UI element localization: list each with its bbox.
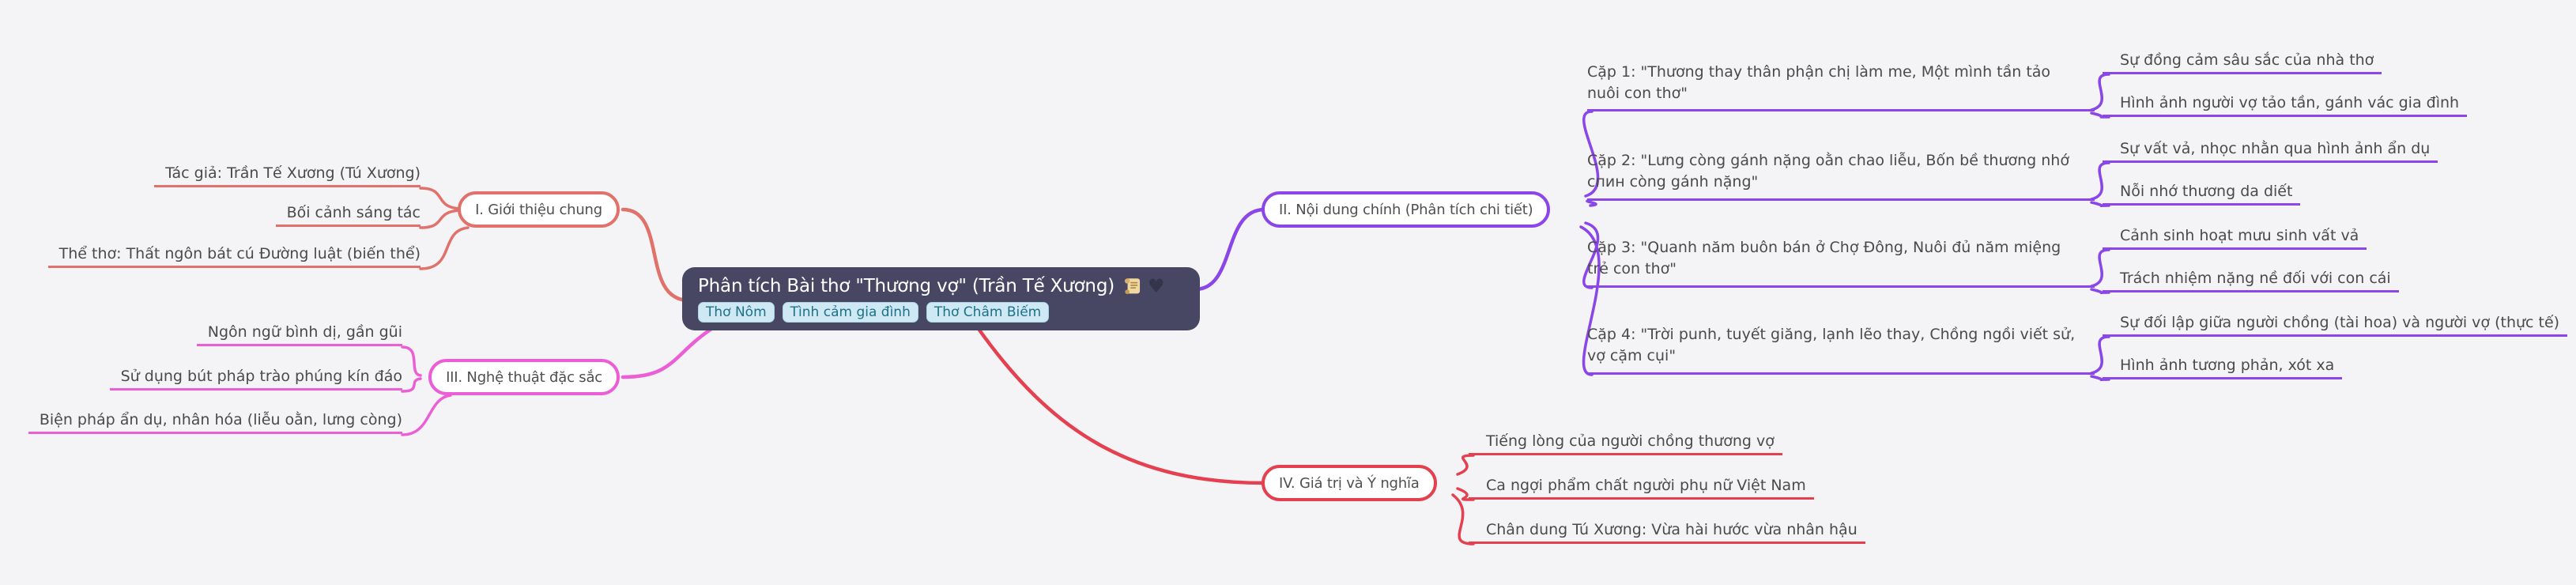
leaf-metaphor: Biện pháp ẩn dụ, nhân hóa (liễu oằn, lưn… <box>28 409 402 434</box>
leaf-cap2-hardship: Sự vất vả, nhọc nhằn qua hình ảnh ẩn dụ <box>2103 138 2438 163</box>
link-b3-leaf-2 <box>401 377 422 393</box>
link-b2-cap-1 <box>1582 110 1600 198</box>
link-root-branch-4 <box>976 326 1267 485</box>
tag-row: Thơ Nôm Tình cảm gia đình Thơ Châm Biếm <box>698 302 1186 323</box>
leaf-cap4-contrast-roles: Sự đối lập giữa người chồng (tài hoa) và… <box>2103 311 2568 337</box>
leaf-cap3-responsibility: Trách nhiệm nặng nề đối với con cái <box>2103 267 2399 292</box>
link-cap3-sub-2 <box>2090 288 2110 295</box>
leaf-cap2-longing: Nỗi nhớ thương da diết <box>2103 180 2301 206</box>
link-cap3-sub-1 <box>2090 248 2110 288</box>
node-branch-2-content[interactable]: II. Nội dung chính (Phân tích chi tiết) <box>1262 191 1551 228</box>
node-cap-1[interactable]: Cặp 1: "Thương thay thân phận chị làm me… <box>1587 60 2095 111</box>
leaf-satire-style: Sử dụng bút pháp trào phúng kín đáo <box>109 365 402 391</box>
link-b3-leaf-1 <box>401 345 422 377</box>
root-title: Phân tích Bài thơ "Thương vợ" (Trần Tế X… <box>698 276 1115 296</box>
leaf-husband-voice: Tiếng lòng của người chồng thương vợ <box>1469 430 1782 455</box>
leaf-praise-women: Ca ngợi phẩm chất người phụ nữ Việt Nam <box>1469 474 1814 500</box>
link-b1-leaf-2 <box>419 209 462 229</box>
link-cap2-sub-1 <box>2090 161 2110 201</box>
heart-icon: ♥ <box>1148 275 1165 297</box>
link-b4-leaf-3 <box>1451 493 1475 545</box>
link-cap1-sub-1 <box>2090 73 2110 111</box>
leaf-tu-xuong-portrait: Chân dung Tú Xương: Vừa hài hước vừa nhâ… <box>1469 519 1865 544</box>
link-b4-leaf-1 <box>1456 454 1475 476</box>
link-cap1-sub-2 <box>2090 111 2110 119</box>
link-root-branch-2 <box>1193 207 1267 292</box>
node-cap-3[interactable]: Cặp 3: "Quanh năm buôn bán ở Chợ Đông, N… <box>1587 236 2095 288</box>
link-root-branch-3 <box>620 326 714 379</box>
leaf-poem-form: Thể thơ: Thất ngôn bát cú Đường luật (bi… <box>47 243 421 268</box>
link-b4-leaf-2 <box>1456 487 1475 501</box>
leaf-context: Bối cảnh sáng tác <box>275 202 421 227</box>
node-cap-4[interactable]: Cặp 4: "Trời punh, tuyết giăng, lạnh lẽo… <box>1587 323 2095 375</box>
leaf-cap1-wife-image: Hình ảnh người vợ tảo tần, gánh vác gia … <box>2103 92 2468 117</box>
tag-tho-cham-biem: Thơ Châm Biếm <box>926 302 1050 323</box>
link-b1-leaf-3 <box>419 226 470 270</box>
link-root-branch-1 <box>620 207 692 303</box>
leaf-cap3-livelihood: Cảnh sinh hoạt mưu sinh vất vả <box>2103 225 2367 250</box>
link-b2-cap-3 <box>1582 221 1600 289</box>
link-cap4-sub-1 <box>2090 335 2110 375</box>
link-b2-cap-2 <box>1586 199 1597 207</box>
link-b3-leaf-3 <box>401 394 452 436</box>
leaf-language: Ngôn ngữ bình dị, gần gũi <box>196 321 402 346</box>
root-node[interactable]: Phân tích Bài thơ "Thương vợ" (Trần Tế X… <box>682 267 1200 330</box>
link-b2-cap-4 <box>1579 225 1601 376</box>
tag-tinh-cam-gia-dinh: Tình cảm gia đình <box>782 302 918 323</box>
leaf-author: Tác giả: Trần Tế Xương (Tú Xương) <box>154 162 421 187</box>
link-b1-leaf-1 <box>419 187 462 210</box>
leaf-cap4-contrast-image: Hình ảnh tương phản, xót xa <box>2103 354 2343 379</box>
node-cap-2[interactable]: Cặp 2: "Lưng còng gánh nặng oằn chao liễ… <box>1587 149 2095 201</box>
link-cap2-sub-2 <box>2090 201 2110 208</box>
node-branch-1-intro[interactable]: I. Giới thiệu chung <box>458 191 620 228</box>
tag-tho-nom: Thơ Nôm <box>698 302 775 323</box>
node-branch-4-value[interactable]: IV. Giá trị và Ý nghĩa <box>1262 465 1437 501</box>
link-cap4-sub-2 <box>2090 375 2110 382</box>
scroll-icon <box>1122 276 1142 296</box>
node-branch-3-art[interactable]: III. Nghệ thuật đặc sắc <box>428 359 620 395</box>
leaf-cap1-empathy: Sự đồng cảm sâu sắc của nhà thơ <box>2103 49 2382 74</box>
